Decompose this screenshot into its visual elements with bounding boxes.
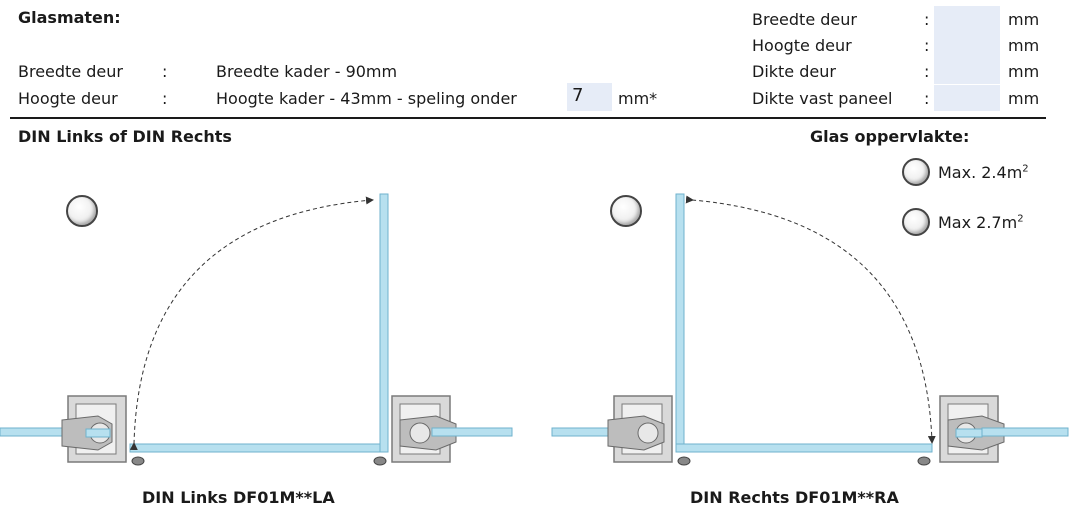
- field-label-hoogte-deur: Hoogte deur: [752, 36, 852, 55]
- left-row-height-formula: Hoogte kader - 43mm - speling onder: [216, 89, 517, 108]
- speling-onder-unit: mm*: [618, 89, 658, 108]
- pivot-foot-left: [677, 456, 691, 466]
- field-colon-dikte-deur: :: [924, 62, 930, 81]
- left-row-height-label: Hoogte deur: [18, 89, 118, 108]
- right-wall-glass: [431, 427, 513, 437]
- field-colon-breedte-deur: :: [924, 10, 930, 29]
- glass-option-2-4-label: Max. 2.4m2: [938, 163, 1029, 182]
- breedte-deur-input[interactable]: [934, 6, 1000, 32]
- field-colon-dikte-vast-paneel: :: [924, 89, 930, 108]
- glass-option-2-7-label: Max 2.7m2: [938, 213, 1024, 232]
- glass-option-2-4-radio[interactable]: [902, 158, 930, 186]
- door-glass-open: [379, 193, 389, 453]
- glass-section-title: Glas oppervlakte:: [810, 127, 970, 146]
- left-row-width-label: Breedte deur: [18, 62, 123, 81]
- swing-arc: [129, 196, 374, 451]
- field-label-dikte-vast-paneel: Dikte vast paneel: [752, 89, 893, 108]
- door-glass: [129, 443, 387, 453]
- pivot-foot-left: [131, 456, 145, 466]
- right-hinge: [391, 395, 457, 463]
- field-unit-dikte-deur: mm: [1008, 62, 1040, 81]
- door-glass: [675, 443, 933, 453]
- din-section-title: DIN Links of DIN Rechts: [18, 127, 232, 146]
- field-colon-hoogte-deur: :: [924, 36, 930, 55]
- dikte-vast-paneel-input[interactable]: [934, 85, 1000, 111]
- din-rechts-caption: DIN Rechts DF01M**RA: [690, 488, 899, 507]
- dikte-deur-input[interactable]: [934, 58, 1000, 84]
- field-unit-hoogte-deur: mm: [1008, 36, 1040, 55]
- left-row-height-colon: :: [162, 89, 168, 108]
- swing-arc: [685, 195, 936, 444]
- speling-onder-value: 7: [572, 85, 584, 106]
- page-title: Glasmaten:: [18, 8, 121, 27]
- din-links-radio[interactable]: [66, 195, 98, 227]
- din-links-caption: DIN Links DF01M**LA: [142, 488, 335, 507]
- pivot-foot-right: [917, 456, 931, 466]
- door-glass-open: [675, 193, 685, 453]
- left-hinge: [607, 395, 673, 463]
- field-label-breedte-deur: Breedte deur: [752, 10, 857, 29]
- pivot-foot-right: [373, 456, 387, 466]
- din-links-diagram: [0, 193, 513, 466]
- left-wall-glass: [0, 427, 73, 437]
- right-wall-glass: [981, 427, 1069, 437]
- field-unit-dikte-vast-paneel: mm: [1008, 89, 1040, 108]
- divider: [10, 117, 1046, 119]
- field-unit-breedte-deur: mm: [1008, 10, 1040, 29]
- din-rechts-radio[interactable]: [610, 195, 642, 227]
- speling-onder-input[interactable]: 7: [567, 83, 612, 111]
- left-row-width-colon: :: [162, 62, 168, 81]
- din-rechts-diagram: [551, 193, 1069, 466]
- field-label-dikte-deur: Dikte deur: [752, 62, 836, 81]
- left-hinge: [61, 395, 127, 463]
- left-row-width-formula: Breedte kader - 90mm: [216, 62, 398, 81]
- hoogte-deur-input[interactable]: [934, 32, 1000, 58]
